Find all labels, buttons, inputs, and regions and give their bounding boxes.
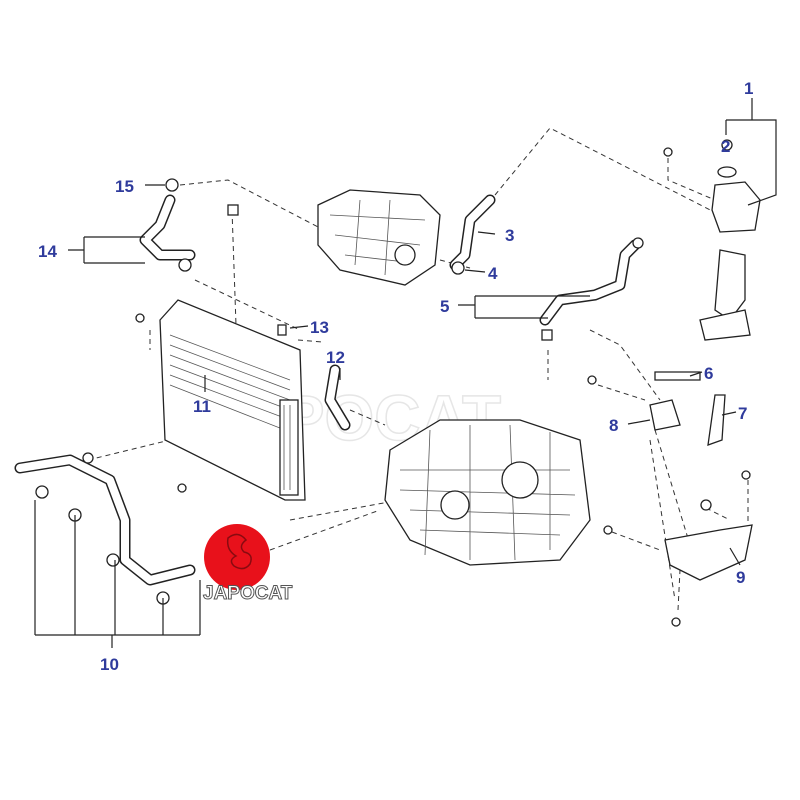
callout-1: 1 <box>744 79 753 98</box>
transaxle-assembly <box>384 419 591 566</box>
upper-inverter-housing <box>317 189 441 286</box>
callout-9: 9 <box>736 568 745 587</box>
reservoir-tank <box>699 166 761 341</box>
callout-6: 6 <box>704 364 713 383</box>
callout-8: 8 <box>609 416 618 435</box>
callout-13: 13 <box>310 318 329 337</box>
callout-4: 4 <box>488 264 498 283</box>
callout-2: 2 <box>721 137 730 156</box>
callout-3: 3 <box>505 226 514 245</box>
small-fittings <box>35 139 753 627</box>
callout-10: 10 <box>100 655 119 674</box>
callout-14: 14 <box>38 242 57 261</box>
logo-emblem-icon <box>226 533 252 570</box>
japocat-logo: JAPOCAT <box>203 524 293 605</box>
callout-7: 7 <box>738 404 747 423</box>
callout-11: 11 <box>193 397 211 416</box>
logo-red-circle <box>204 524 270 590</box>
logo-text: JAPOCAT <box>203 583 293 604</box>
callout-12: 12 <box>326 348 345 367</box>
radiator <box>159 299 306 501</box>
leader-lines <box>34 98 777 648</box>
callout-15: 15 <box>115 177 134 196</box>
callout-numbers: 1 2 3 4 5 6 7 8 9 10 11 12 13 14 15 <box>38 79 753 674</box>
callout-5: 5 <box>440 297 449 316</box>
hoses <box>14 194 641 586</box>
